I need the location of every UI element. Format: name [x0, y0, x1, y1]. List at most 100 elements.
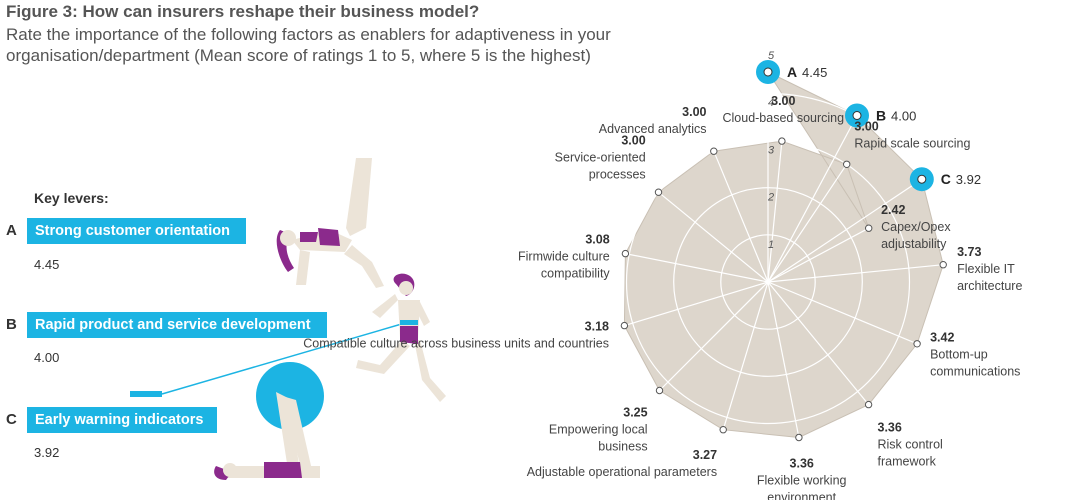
- radar-spoke: [625, 253, 769, 283]
- radar-axis-label: business: [598, 439, 647, 453]
- radar-axis-value: 3.00: [621, 133, 645, 147]
- radar-point: [865, 224, 873, 232]
- radar-point: [939, 261, 947, 269]
- radar-axis-label: Capex/Opex: [881, 220, 951, 234]
- radar-highlight-letter: B: [876, 108, 886, 124]
- lever-a-box: Strong customer orientation: [27, 218, 246, 244]
- lever-c-box: Early warning indicators: [27, 407, 217, 433]
- radar-axis-label: Service-oriented: [555, 150, 646, 164]
- radar-point: [917, 174, 927, 184]
- radar-axis-value: 3.27: [693, 448, 717, 462]
- radar-axis-label: Flexible IT: [957, 262, 1015, 276]
- illustrations: [130, 158, 446, 480]
- exercise-ball-figure-icon: [214, 362, 324, 480]
- key-levers-heading: Key levers:: [34, 190, 109, 206]
- radar-axis-label: Adjustable operational parameters: [527, 465, 717, 479]
- radar-axis-value: 3.08: [585, 232, 609, 246]
- connector-bar: [130, 391, 162, 397]
- radar-axis-value: 3.36: [790, 456, 814, 470]
- lever-c-letter: C: [6, 411, 17, 428]
- radar-highlight-value: 4.45: [802, 65, 827, 80]
- radar-spoke: [713, 150, 769, 283]
- radar-spoke: [767, 163, 848, 283]
- radar-highlight-letter: A: [787, 64, 797, 80]
- radar-axis-value: 3.00: [771, 94, 795, 108]
- radar-axis-label: compatibility: [541, 266, 611, 280]
- radar-point: [763, 67, 773, 77]
- radar-axis-value: 3.00: [854, 120, 878, 134]
- radar-axis-label: adjustability: [881, 237, 947, 251]
- radar-spoke: [767, 227, 869, 283]
- radar-axis-value: 3.36: [878, 420, 902, 434]
- radar-axis-label: Firmwide culture: [518, 249, 610, 263]
- radar-spoke: [767, 141, 783, 283]
- bridge-pose-figure-icon: [276, 158, 384, 288]
- radar-spoke: [767, 281, 800, 438]
- radar-axis-label: Advanced analytics: [599, 122, 707, 136]
- radar-axis-value: 3.18: [585, 320, 609, 334]
- lever-b-box: Rapid product and service development: [27, 312, 327, 338]
- radar-tick-label: 5: [768, 50, 775, 62]
- radar-point: [795, 433, 803, 442]
- radar-axis-value: 3.42: [930, 331, 954, 345]
- radar-axis-label: Risk control: [878, 437, 943, 451]
- radar-spoke: [767, 178, 923, 283]
- radar-tick-label: 3: [768, 144, 775, 156]
- radar-spoke: [624, 281, 769, 327]
- lever-a-letter: A: [6, 222, 17, 239]
- radar-point: [655, 386, 664, 395]
- radar-spoke: [767, 281, 870, 405]
- radar-spoke: [767, 115, 858, 283]
- radar-point: [913, 340, 921, 348]
- radar-point: [852, 111, 862, 120]
- radar-axis-label: Cloud-based sourcing: [722, 111, 844, 125]
- figure-subtitle: Rate the importance of the following fac…: [6, 25, 611, 65]
- radar-spoke: [767, 281, 918, 345]
- runner-figure-icon: [356, 273, 446, 402]
- radar-axis-value: 2.42: [881, 203, 905, 217]
- radar-tick-label: 1: [768, 239, 774, 251]
- radar-axis-label: environment: [767, 490, 836, 500]
- radar-spoke: [658, 191, 769, 283]
- radar-tick-label: 4: [768, 97, 774, 109]
- radar-axis-value: 3.25: [623, 405, 647, 419]
- radar-highlight-value: 3.92: [956, 172, 981, 187]
- radar-axis-value: 3.00: [682, 105, 706, 119]
- radar-grid-ring: [531, 45, 1005, 500]
- radar-highlight-value: 4.00: [891, 109, 916, 124]
- radar-point: [864, 400, 873, 409]
- radar-axis-label: communications: [930, 365, 1020, 379]
- radar-point: [621, 249, 630, 258]
- figure-title: Figure 3: How can insurers reshape their…: [6, 2, 480, 21]
- lever-b-letter: B: [6, 316, 17, 333]
- lever-a-value: 4.45: [34, 257, 60, 272]
- radar-point: [778, 137, 786, 145]
- radar-axis-label: Empowering local: [549, 422, 648, 436]
- radar-axis-label: Compatible culture across business units…: [303, 337, 609, 351]
- radar-axis-label: architecture: [957, 279, 1022, 293]
- radar-point: [843, 160, 851, 169]
- radar-axis-label: Rapid scale sourcing: [854, 137, 970, 151]
- radar-axis-label: framework: [878, 454, 937, 468]
- radar-point: [719, 426, 727, 434]
- radar-tick-label: 2: [767, 192, 774, 204]
- radar-tick-labels: 1 2 3 4 5: [767, 50, 775, 251]
- radar-spokes: [624, 72, 944, 438]
- radar-axis-label: Flexible working: [757, 473, 847, 487]
- radar-point: [710, 147, 718, 155]
- radar-axis-label: processes: [589, 167, 646, 181]
- radar-highlight-letter: C: [941, 171, 951, 187]
- radar-spoke: [659, 281, 769, 391]
- radar-point: [654, 188, 663, 196]
- radar-spoke: [722, 281, 769, 430]
- lever-c-value: 3.92: [34, 445, 60, 460]
- lever-b-value: 4.00: [34, 350, 60, 365]
- radar-point: [620, 321, 629, 330]
- connector-line: [161, 322, 406, 395]
- radar-axis-label: Bottom-up: [930, 348, 988, 362]
- radar-spoke: [767, 264, 944, 283]
- radar-axis-value: 3.73: [957, 245, 981, 259]
